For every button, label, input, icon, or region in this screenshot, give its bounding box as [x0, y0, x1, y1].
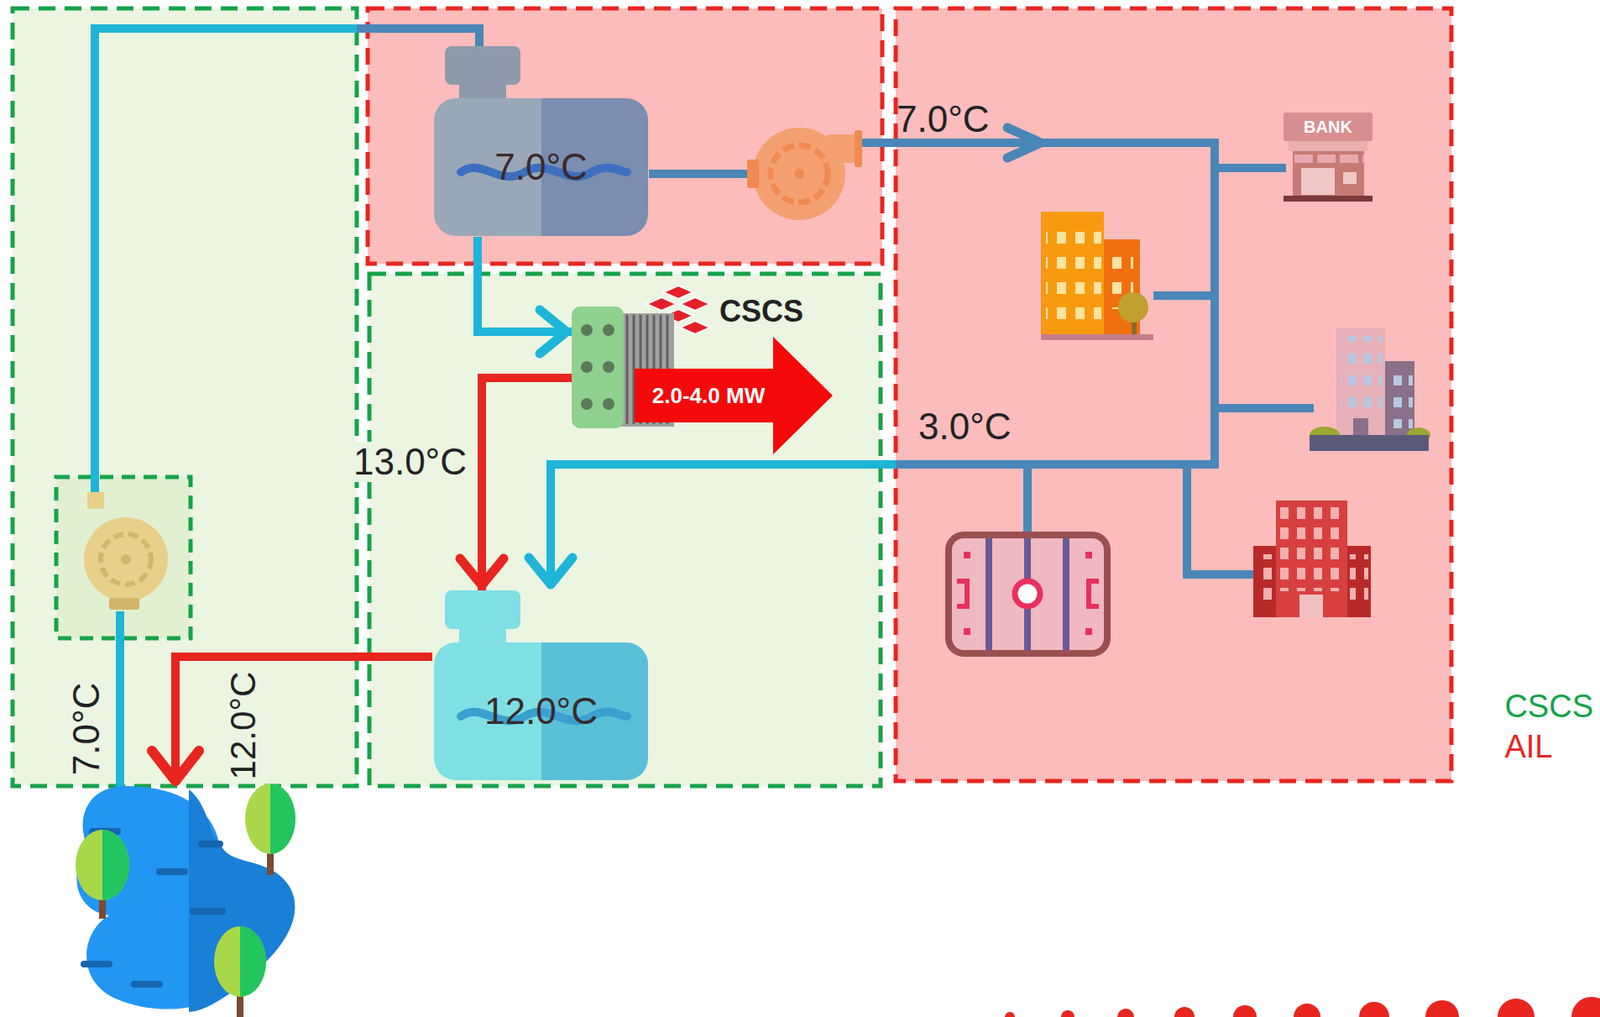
temperature-label: 7.0°C: [67, 682, 105, 776]
storage-tank: 12.0°C: [432, 590, 650, 780]
pipe-line: [477, 236, 572, 332]
legend-text: AIL: [1504, 728, 1553, 764]
legend: CSCS AIL: [1504, 686, 1594, 767]
node-text: 2.0-4.0 MW: [652, 383, 765, 408]
chilled-water-pipe: [477, 236, 572, 354]
warm-water-pipe: [460, 377, 572, 591]
text-area: 2.0-4.0 MW: [634, 336, 783, 455]
bank-sign: BANK: [1303, 118, 1353, 136]
temperature-label: 7.0°C: [896, 100, 990, 138]
node-text: 7.0°C: [494, 146, 588, 188]
power-arrow: 2.0-4.0 MW: [634, 336, 833, 455]
text-area: CSCS: [719, 294, 804, 329]
temperature-label: 3.0°C: [918, 407, 1012, 445]
node-text: CSCS: [719, 294, 804, 329]
pipe-line: [481, 377, 572, 591]
storage-tank-shape: [432, 46, 650, 237]
legend-row: CSCS: [1504, 686, 1594, 727]
temperature-label: 13.0°C: [350, 441, 471, 482]
legend-row: AIL: [1504, 726, 1594, 768]
temperature-label: 12.0°C: [225, 671, 262, 780]
arrow-head: [539, 309, 567, 354]
legend-text: CSCS: [1504, 688, 1594, 724]
storage-tank-shape: [432, 590, 650, 780]
arrow-head: [460, 558, 504, 586]
node-text: 12.0°C: [484, 690, 598, 732]
text-area: 12.0°C: [432, 642, 650, 780]
storage-tank: 7.0°C: [432, 46, 650, 237]
text-area: 7.0°C: [432, 98, 650, 237]
